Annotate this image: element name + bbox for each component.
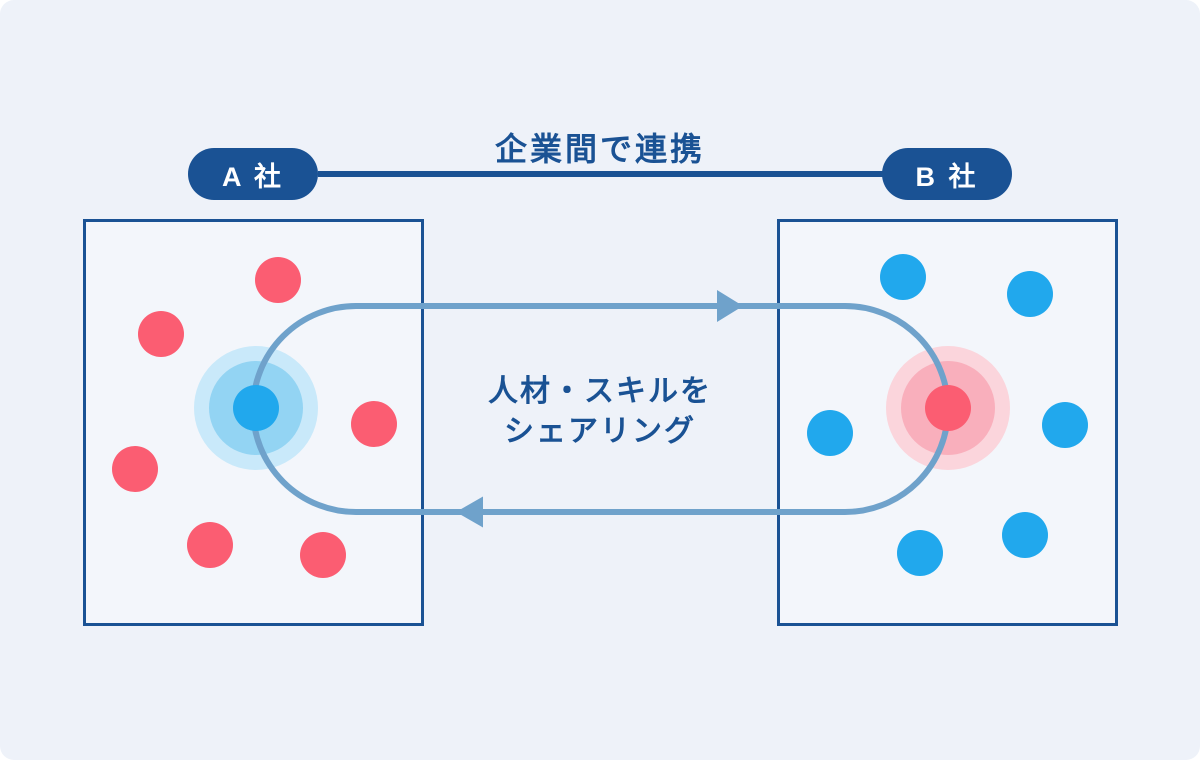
company-b-pill: B 社 [882,148,1012,200]
center-label-line2: シェアリング [504,415,696,448]
center-label: 人材・スキルを シェアリング [0,372,1200,452]
company-connector-line [318,171,884,177]
center-label-line1: 人材・スキルを [488,375,712,408]
company-a-label: A 社 [222,161,284,192]
arrowhead-left-icon [456,496,483,528]
diagram-title: 企業間で連携 [494,131,705,167]
company-a-pill: A 社 [188,148,318,200]
arrowhead-right-icon [717,290,743,322]
company-b-label: B 社 [915,161,979,192]
